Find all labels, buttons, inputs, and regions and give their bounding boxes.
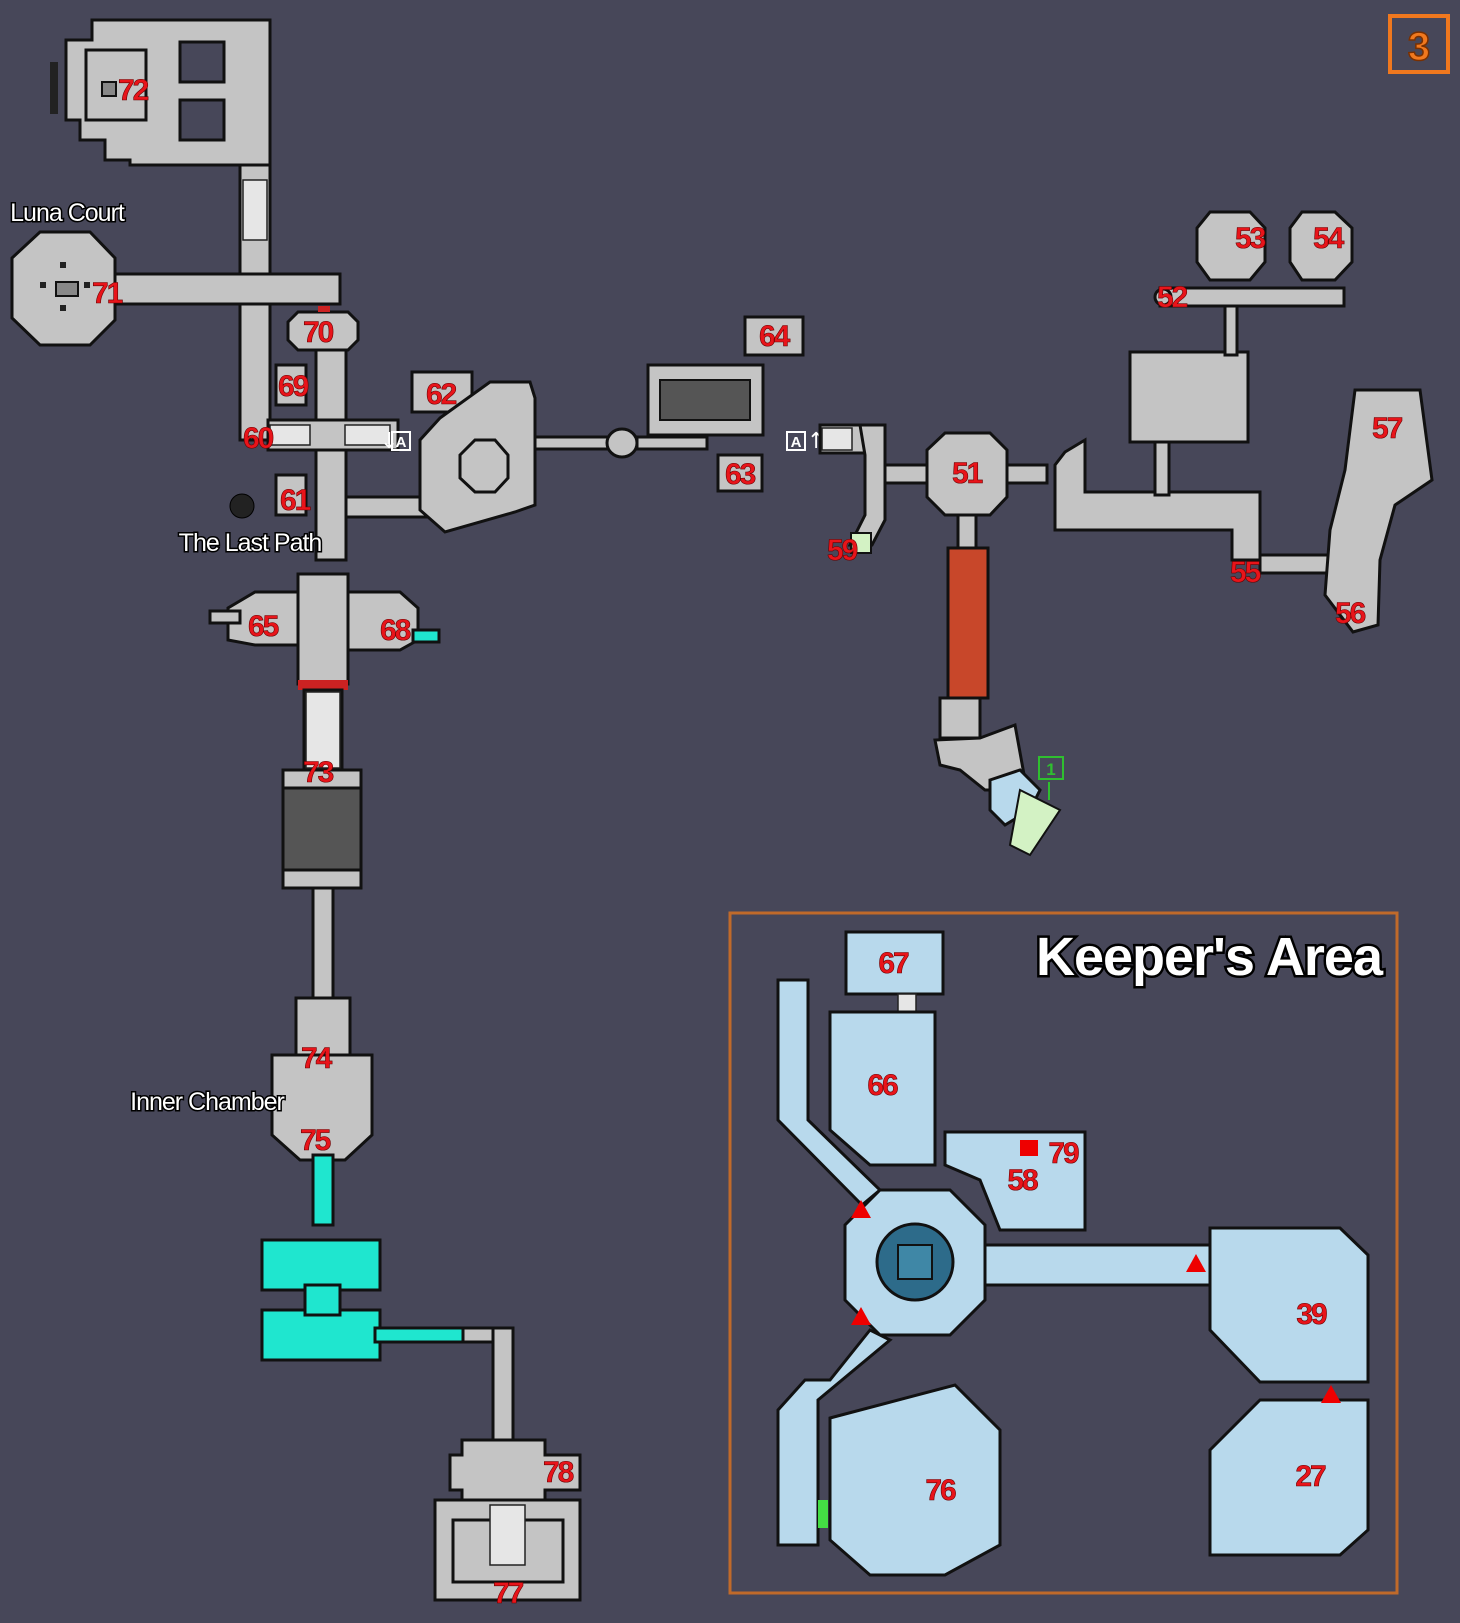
south-branch bbox=[208, 572, 441, 890]
room-78-label: 78 bbox=[543, 1456, 574, 1489]
room-69-label: 69 bbox=[278, 370, 309, 403]
exit-marker-1: 1 bbox=[1038, 756, 1064, 800]
room-57-label: 57 bbox=[1372, 412, 1403, 445]
right-wing bbox=[1053, 210, 1434, 634]
room-53-label: 53 bbox=[1235, 222, 1266, 255]
room-72-label: 72 bbox=[118, 74, 149, 107]
floor-number: 3 bbox=[1408, 25, 1430, 69]
room-58-label: 58 bbox=[1007, 1164, 1038, 1197]
room-68-label: 68 bbox=[380, 614, 411, 647]
svg-text:↓: ↓ bbox=[380, 429, 398, 454]
stair-a2-label: A bbox=[791, 434, 802, 451]
inner-chamber-label: Inner Chamber bbox=[130, 1088, 284, 1116]
room-56-label: 56 bbox=[1335, 597, 1366, 630]
room-59-label: 59 bbox=[827, 534, 858, 567]
room-27-label: 27 bbox=[1295, 1460, 1326, 1493]
room-64-label: 64 bbox=[759, 320, 791, 353]
room-61-label: 61 bbox=[280, 484, 311, 517]
exit-1-label: 1 bbox=[1046, 760, 1055, 779]
room-67-label: 67 bbox=[878, 947, 909, 980]
room-77-label: 77 bbox=[493, 1577, 524, 1610]
luna-court-room bbox=[10, 230, 342, 347]
room-63-label: 63 bbox=[725, 458, 756, 491]
luna-court-label: Luna Court bbox=[10, 199, 125, 227]
room-54-label: 54 bbox=[1313, 222, 1345, 255]
bottom-complex bbox=[433, 1326, 582, 1602]
room-60-label: 60 bbox=[243, 422, 274, 455]
room-73-label: 73 bbox=[303, 756, 334, 789]
room-62-complex bbox=[410, 370, 709, 534]
room-79-label: 79 bbox=[1048, 1137, 1079, 1170]
boulder-icon bbox=[229, 493, 255, 519]
floor-badge: 3 bbox=[1388, 14, 1450, 74]
keepers-area-inset: Keeper's Area bbox=[728, 911, 1399, 1595]
room-72-complex bbox=[50, 18, 272, 442]
room-66-label: 66 bbox=[867, 1069, 898, 1102]
room-64-bridge bbox=[646, 315, 805, 493]
central-corridor bbox=[266, 348, 428, 562]
room-51-label: 51 bbox=[952, 457, 983, 490]
last-path-label: The Last Path bbox=[179, 529, 322, 557]
keepers-area-title: Keeper's Area bbox=[1036, 927, 1384, 987]
room-70 bbox=[286, 306, 360, 352]
room-52-label: 52 bbox=[1157, 281, 1188, 314]
room-70-label: 70 bbox=[303, 316, 334, 349]
room-71-label: 71 bbox=[92, 277, 123, 310]
room-62-label: 62 bbox=[426, 378, 457, 411]
stair-marker-a: ↓ A bbox=[380, 429, 411, 454]
room-74-label: 74 bbox=[301, 1042, 333, 1075]
room-76-label: 76 bbox=[925, 1474, 956, 1507]
room-75-label: 75 bbox=[300, 1124, 331, 1157]
room-65-label: 65 bbox=[248, 610, 279, 643]
inner-chamber bbox=[260, 886, 465, 1362]
stair-a-label: A bbox=[396, 434, 407, 451]
room-51-area bbox=[818, 423, 1062, 857]
room-39-label: 39 bbox=[1296, 1298, 1327, 1331]
room-55-label: 55 bbox=[1230, 556, 1261, 589]
